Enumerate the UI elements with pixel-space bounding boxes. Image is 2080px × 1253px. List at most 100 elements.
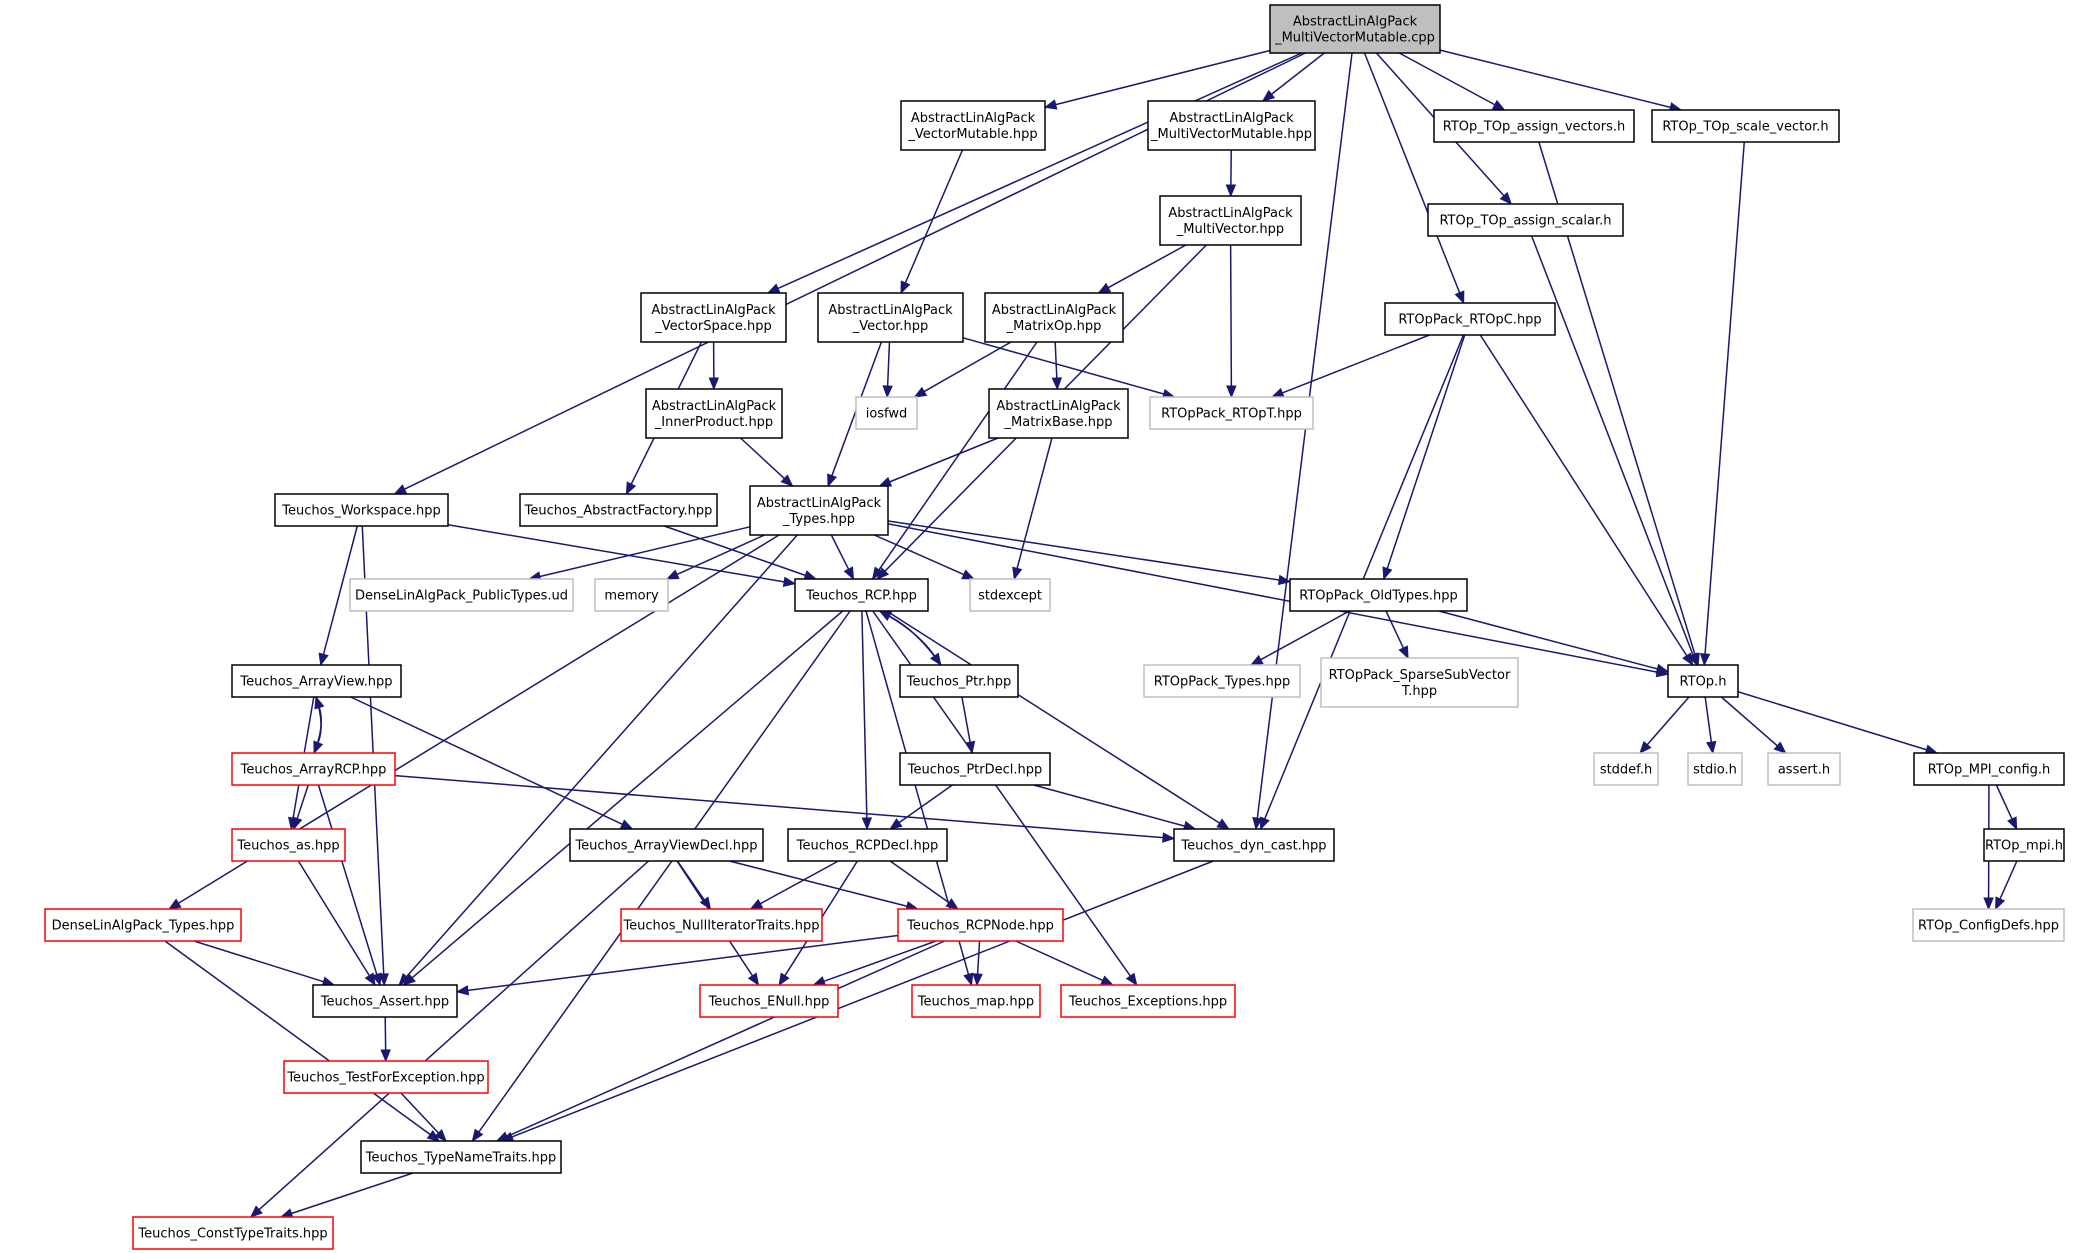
node-scalevec[interactable]: RTOp_TOp_scale_vector.h: [1651, 109, 1840, 143]
edge-ptr-to-ptrdecl: [961, 696, 976, 755]
node-ptrdecl[interactable]: Teuchos_PtrDecl.hpp: [899, 752, 1051, 786]
node-rtopc[interactable]: RTOpPack_RTOpC.hpp: [1384, 302, 1556, 336]
node-label: _VectorSpace.hpp: [654, 319, 771, 334]
node-mv[interactable]: AbstractLinAlgPack_MultiVector.hpp: [1159, 195, 1302, 246]
edge-line: [1055, 49, 1271, 106]
node-box: [1289, 578, 1468, 612]
node-avdecl[interactable]: Teuchos_ArrayViewDecl.hpp: [569, 828, 764, 862]
node-arrayrcp[interactable]: Teuchos_ArrayRCP.hpp: [231, 752, 396, 786]
node-ptr[interactable]: Teuchos_Ptr.hpp: [899, 664, 1019, 698]
node-configdefs[interactable]: RTOp_ConfigDefs.hpp: [1912, 908, 2065, 942]
node-label: _VectorMutable.hpp: [907, 127, 1037, 142]
edge-vspace-to-innerprod: [708, 341, 720, 391]
node-rtoptypes[interactable]: RTOpPack_Types.hpp: [1143, 664, 1301, 698]
node-assignvec[interactable]: RTOp_TOp_assign_vectors.h: [1433, 109, 1635, 143]
node-label: AbstractLinAlgPack: [651, 303, 776, 318]
node-label: RTOpPack_SparseSubVector: [1329, 668, 1511, 683]
node-exceptions[interactable]: Teuchos_Exceptions.hpp: [1060, 984, 1236, 1018]
node-rtoph[interactable]: RTOp.h: [1667, 664, 1739, 698]
node-stddef[interactable]: stddef.h: [1593, 752, 1659, 786]
node-label: RTOpPack_Types.hpp: [1154, 675, 1290, 690]
edge-arrowhead: [778, 972, 790, 987]
edge-arrowhead: [471, 1128, 484, 1143]
node-densetypes[interactable]: DenseLinAlgPack_Types.hpp: [44, 908, 242, 942]
edge-line: [258, 860, 650, 1211]
node-box: [1913, 752, 2065, 786]
edge-line: [878, 341, 1038, 571]
node-label: iosfwd: [866, 407, 908, 422]
edge-arrowhead: [963, 972, 974, 987]
node-mvmut[interactable]: AbstractLinAlgPack_MultiVectorMutable.hp…: [1147, 100, 1316, 151]
edge-arrowhead: [2007, 816, 2018, 831]
edge-line: [1646, 696, 1690, 746]
node-nulliter[interactable]: Teuchos_NullIteratorTraits.hpp: [620, 908, 823, 942]
node-box: [283, 1060, 489, 1094]
node-iosfwd[interactable]: iosfwd: [855, 396, 918, 430]
node-oldtypes[interactable]: RTOpPack_OldTypes.hpp: [1289, 578, 1468, 612]
edge-line: [1995, 784, 2013, 820]
edge-line: [1015, 940, 1104, 982]
edge-line: [1256, 52, 1353, 819]
node-box: [349, 578, 574, 612]
node-rcpdecl[interactable]: Teuchos_RCPDecl.hpp: [787, 828, 948, 862]
edge-arrowhead: [1639, 740, 1652, 754]
edge-matop-to-matbase: [1051, 341, 1063, 391]
node-rtopt[interactable]: RTOpPack_RTOpT.hpp: [1149, 396, 1314, 430]
node-label: DenseLinAlgPack_PublicTypes.ud: [355, 589, 568, 604]
node-box: [1593, 752, 1659, 786]
node-matop[interactable]: AbstractLinAlgPack_MatrixOp.hpp: [984, 292, 1124, 343]
node-types[interactable]: AbstractLinAlgPack_Types.hpp: [749, 485, 889, 536]
node-label: AbstractLinAlgPack: [652, 399, 777, 414]
edge-rcpnode-to-enull: [812, 940, 937, 987]
node-label: _MultiVector.hpp: [1176, 222, 1284, 237]
node-root[interactable]: AbstractLinAlgPack_MultiVectorMutable.cp…: [1269, 4, 1441, 54]
node-vecmut[interactable]: AbstractLinAlgPack_VectorMutable.hpp: [900, 100, 1046, 151]
node-workspace[interactable]: Teuchos_Workspace.hpp: [274, 493, 449, 527]
node-memory[interactable]: memory: [594, 578, 669, 612]
edge-arrowhead: [314, 695, 325, 710]
node-map[interactable]: Teuchos_map.hpp: [911, 984, 1041, 1018]
node-stdexcept[interactable]: stdexcept: [969, 578, 1051, 612]
node-box: [817, 292, 964, 343]
node-matbase[interactable]: AbstractLinAlgPack_MatrixBase.hpp: [988, 388, 1129, 439]
edge-rtopc-to-rtopt: [1270, 334, 1430, 398]
node-enull[interactable]: Teuchos_ENull.hpp: [699, 984, 839, 1018]
node-dyncast[interactable]: Teuchos_dyn_cast.hpp: [1173, 828, 1335, 862]
edge-line: [322, 525, 359, 655]
edge-line: [1033, 784, 1185, 827]
node-typename[interactable]: Teuchos_TypeNameTraits.hpp: [360, 1140, 562, 1174]
node-rcpnode[interactable]: Teuchos_RCPNode.hpp: [897, 908, 1064, 942]
node-consttype[interactable]: Teuchos_ConstTypeTraits.hpp: [132, 1216, 334, 1250]
node-assert[interactable]: Teuchos_Assert.hpp: [312, 984, 458, 1018]
edge-arrowhead: [889, 818, 903, 830]
edge-rcp-to-typename: [471, 610, 851, 1143]
node-mpiconfig[interactable]: RTOp_MPI_config.h: [1913, 752, 2065, 786]
node-absfact[interactable]: Teuchos_AbstractFactory.hpp: [519, 493, 718, 527]
node-vector[interactable]: AbstractLinAlgPack_Vector.hpp: [817, 292, 964, 343]
node-rcp[interactable]: Teuchos_RCP.hpp: [794, 578, 929, 612]
node-box: [699, 984, 839, 1018]
edge-mv-to-rtopt: [1226, 244, 1237, 399]
edge-rcp-to-rcpdecl: [861, 610, 873, 831]
node-label: AbstractLinAlgPack: [911, 111, 1036, 126]
node-asserth[interactable]: assert.h: [1767, 752, 1841, 786]
node-testforexc[interactable]: Teuchos_TestForException.hpp: [283, 1060, 489, 1094]
edge-line: [904, 149, 964, 284]
node-box: [1667, 664, 1739, 698]
edge-arrowhead: [1162, 832, 1176, 843]
node-arrayview[interactable]: Teuchos_ArrayView.hpp: [231, 664, 402, 698]
edge-arrowhead: [900, 280, 911, 295]
node-vspace[interactable]: AbstractLinAlgPack_VectorSpace.hpp: [640, 292, 787, 343]
edge-mpih-to-configdefs: [1995, 860, 2018, 911]
edge-oldtypes-to-rtoptypes: [1249, 610, 1350, 666]
node-innerprod[interactable]: AbstractLinAlgPack_InnerProduct.hpp: [645, 388, 783, 439]
edge-arrowhead: [665, 569, 680, 580]
node-assignscal[interactable]: RTOp_TOp_assign_scalar.h: [1427, 203, 1624, 237]
edge-rtoph-to-mpiconfig: [1737, 691, 1939, 755]
node-denseud[interactable]: DenseLinAlgPack_PublicTypes.ud: [349, 578, 574, 612]
node-as[interactable]: Teuchos_as.hpp: [231, 828, 346, 862]
node-stdio[interactable]: stdio.h: [1687, 752, 1743, 786]
node-box: [1687, 752, 1743, 786]
node-mpih[interactable]: RTOp_mpi.h: [1983, 828, 2065, 862]
